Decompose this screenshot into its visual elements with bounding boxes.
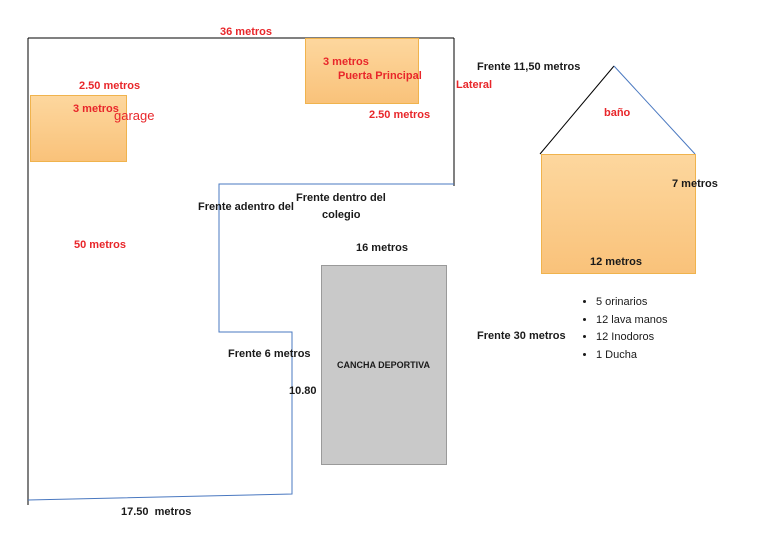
garage-box [30, 95, 127, 162]
court-width-label: 16 metros [356, 242, 408, 254]
main-door-label: Puerta Principal [338, 70, 422, 82]
front-inside-label: Frente adentro del [198, 201, 294, 213]
inner-boundary [27, 183, 454, 501]
bath-label: baño [604, 107, 631, 119]
front-30-label: Frente 30 metros [477, 330, 566, 342]
list-item: 5 orinarios [596, 294, 668, 312]
list-item: 1 Ducha [596, 347, 668, 365]
lateral-label: Lateral [456, 79, 493, 91]
list-item: 12 Inodoros [596, 329, 668, 347]
court-height-label: 10.80 [289, 385, 317, 397]
bath-front-label: Frente 11,50 metros [477, 61, 581, 73]
sports-court [321, 265, 447, 465]
bottom-width-label: 17.50 metros [121, 506, 192, 518]
garage-label: garage [114, 108, 155, 123]
front-6-label: Frente 6 metros [228, 348, 311, 360]
front-inside-school-label-1: Frente dentro del [296, 192, 386, 204]
bathroom-box [541, 154, 696, 274]
main-door-width-label: 2.50 metros [369, 109, 431, 121]
top-width-label: 36 metros [220, 26, 272, 38]
bath-width-label: 12 metros [590, 256, 642, 268]
roof-left [539, 65, 615, 155]
fixtures-list: 5 orinarios 12 lava manos 12 Inodoros 1 … [578, 294, 668, 364]
left-side-label: 50 metros [74, 239, 126, 251]
list-item: 12 lava manos [596, 312, 668, 330]
main-door-depth-label: 3 metros [323, 56, 369, 68]
roof-right [613, 65, 696, 155]
front-inside-school-label-2: colegio [322, 209, 361, 221]
main-door-box [305, 38, 419, 104]
court-label: CANCHA DEPORTIVA [337, 360, 431, 370]
garage-width-label: 2.50 metros [79, 80, 141, 92]
bath-depth-label: 7 metros [672, 178, 718, 190]
garage-depth-label: 3 metros [73, 103, 119, 115]
